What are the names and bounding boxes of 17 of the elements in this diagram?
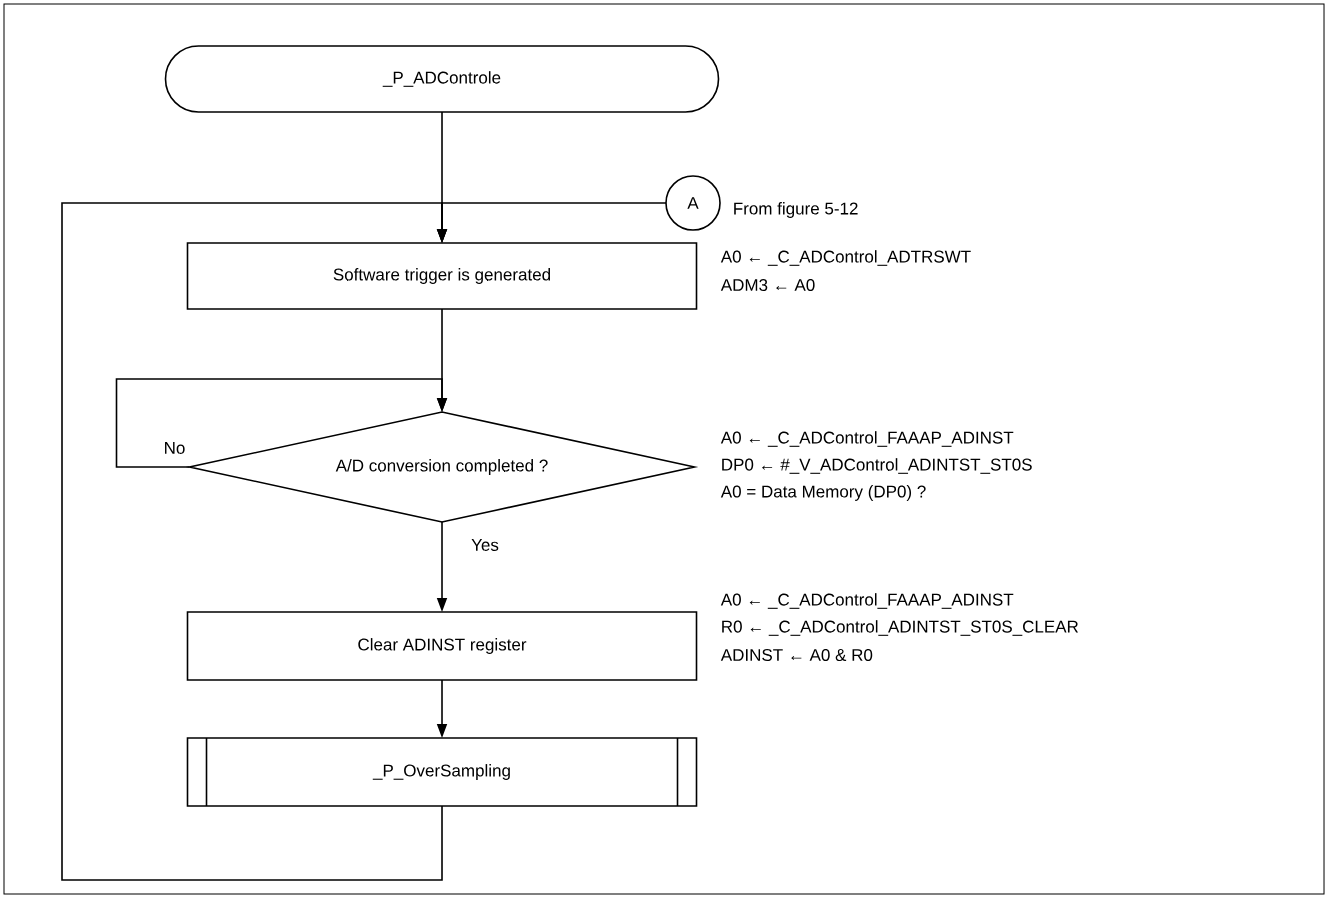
annotation-text: A0 = Data Memory (DP0) ? <box>720 485 926 501</box>
annotation-text: ADM3 ← A0 <box>720 279 815 291</box>
annotation-text: DP0 ← #_V_ADControl_ADINTST_ST0S <box>722 458 1032 474</box>
subroutine-box: _P_OverSampling <box>186 737 698 807</box>
annotation-text: A0 ← _C_ADControl_FAAAP_ADINST <box>720 593 1014 609</box>
annotation-text: R0 ← _C_ADControl_ADINTST_ST0S_CLEAR <box>722 620 1079 636</box>
annotation-text: A0 ← _C_ADControl_ADTRSWT <box>720 250 971 266</box>
edge-label: Yes <box>470 538 500 552</box>
annotation-text: From figure 5-12 <box>734 202 858 218</box>
annotation-text: ADINST ← A0 & R0 <box>720 649 873 661</box>
annotation-text: A0 ← _C_ADControl_FAAAP_ADINST <box>720 431 1014 447</box>
process-box: Clear ADINST register <box>186 611 698 681</box>
arrow <box>115 378 448 468</box>
edge-label: No <box>162 441 187 455</box>
process-box: Software trigger is generated <box>186 242 698 310</box>
arrow <box>61 202 448 881</box>
terminal-box: _P_ADControle <box>164 45 720 113</box>
